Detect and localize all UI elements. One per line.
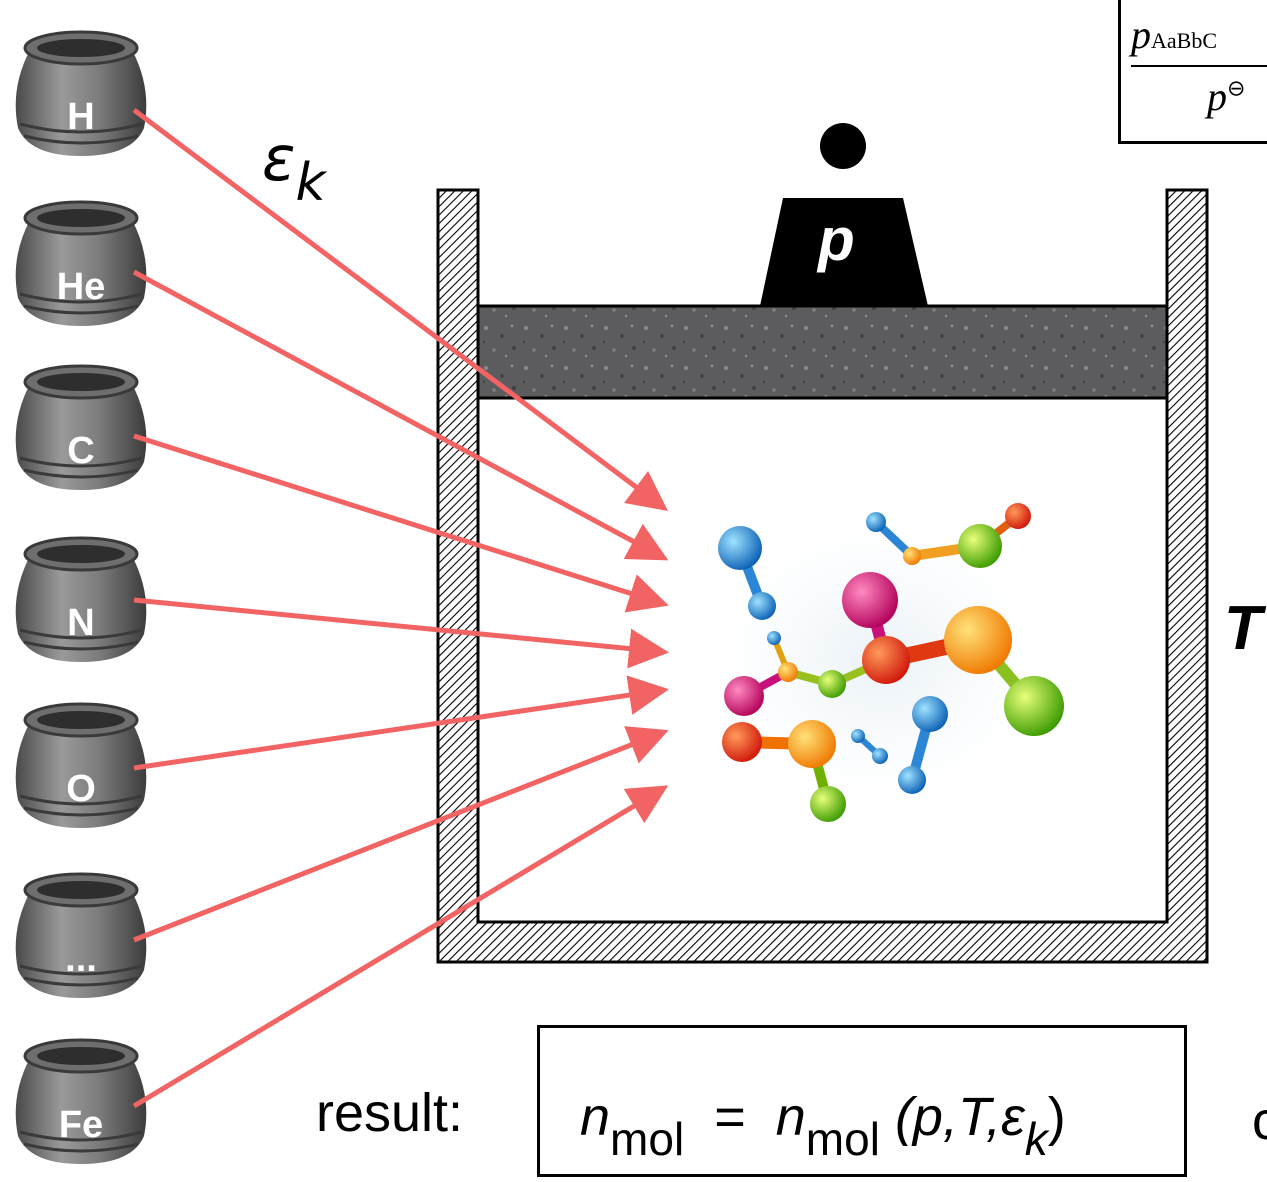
pot-icon — [15, 872, 147, 998]
arrow-o — [133, 675, 669, 771]
pot-icon — [15, 30, 147, 156]
arrow-fe — [132, 785, 669, 1109]
molecules-image — [680, 490, 1080, 830]
pot-icon — [15, 536, 147, 662]
pot-label: Fe — [58, 1104, 104, 1146]
pressure-label: p — [818, 206, 855, 273]
arrow-h — [132, 108, 668, 512]
pot-label: ... — [65, 938, 97, 980]
element-pot-h: H — [10, 28, 152, 158]
epsilon-subscript: k — [295, 153, 326, 213]
piston — [476, 304, 1169, 400]
element-pot-n: N — [10, 534, 152, 664]
pot-icon — [15, 364, 147, 490]
element-pot-c: C — [10, 362, 152, 492]
arrow-n — [133, 597, 669, 669]
arrow-more — [133, 726, 669, 943]
epsilon-label: εk — [262, 128, 326, 214]
weight — [760, 123, 928, 306]
pot-icon — [15, 1038, 147, 1164]
element-pot-fe: Fe — [10, 1036, 152, 1166]
temperature-label: T — [1224, 594, 1262, 663]
pot-label: N — [67, 602, 95, 644]
pot-icon — [15, 200, 147, 326]
fraction-bar — [1131, 65, 1267, 67]
pot-label: O — [66, 768, 96, 810]
element-pot-he: He — [10, 198, 152, 328]
result-formula: nmol = nmol (p,T,εk) — [580, 1087, 1066, 1165]
ratio-denominator: p⊖ — [1207, 74, 1246, 119]
pot-label: C — [67, 430, 95, 472]
element-arrows — [132, 108, 669, 1109]
ratio-numerator: pAaBbC — [1131, 12, 1217, 57]
epsilon-symbol: ε — [262, 122, 296, 195]
result-formula-box: nmol = nmol (p,T,εk) — [537, 1025, 1187, 1177]
cut-off-text: c — [1252, 1091, 1267, 1151]
arrow-he — [132, 269, 669, 561]
pressure-ratio-box: pAaBbC p⊖ — [1118, 0, 1267, 144]
element-pot-o: O — [10, 700, 152, 830]
pot-label: H — [67, 96, 95, 138]
container-walls — [436, 188, 1209, 964]
pot-label: He — [56, 266, 106, 308]
pot-icon — [15, 702, 147, 828]
element-pot-more: ... — [10, 870, 152, 1000]
result-label: result: — [316, 1083, 464, 1143]
arrow-c — [133, 433, 669, 613]
